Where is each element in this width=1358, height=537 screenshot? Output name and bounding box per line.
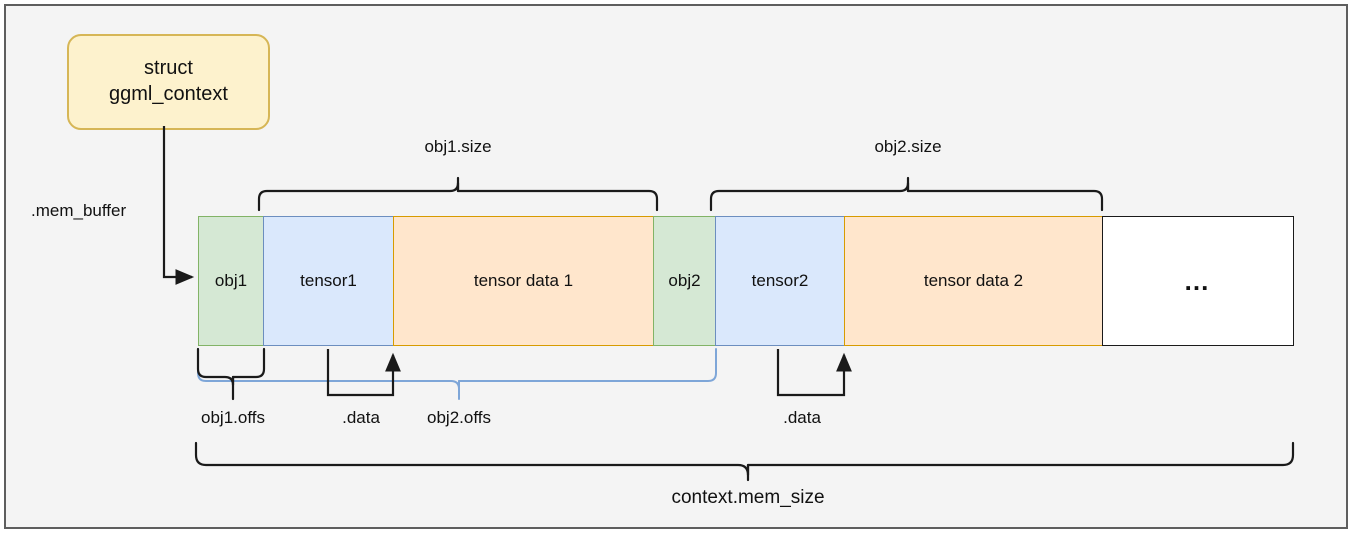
block-tensor-data-1-label: tensor data 1 [473,271,574,290]
obj2-size-brace [709,181,1104,212]
data-pointer-2-label: .data [783,408,821,427]
data-pointer-1-arrow [326,349,401,397]
diagram-canvas: struct ggml_context .mem_buffer obj1 ten… [4,4,1348,529]
obj2-size-label: obj2.size [874,137,942,156]
block-remaining-free-space: … [1102,216,1294,346]
block-obj1: obj1 [198,216,264,346]
block-tensor2: tensor2 [715,216,845,346]
ellipsis-label: … [1183,265,1213,296]
block-tensor-data-2: tensor data 2 [844,216,1103,346]
block-tensor1: tensor1 [263,216,394,346]
obj1-size-brace [257,181,659,212]
block-tensor-data-2-label: tensor data 2 [923,271,1024,290]
block-obj2: obj2 [653,216,716,346]
block-tensor2-label: tensor2 [751,271,809,290]
struct-box-line2: ggml_context [109,83,228,105]
struct-ggml-context-box: struct ggml_context [67,34,270,130]
context-mem-size-brace [194,441,1295,477]
block-obj2-label: obj2 [668,271,701,290]
obj1-offs-label: obj1.offs [201,408,265,427]
data-pointer-2-arrow [776,349,852,397]
block-tensor-data-1: tensor data 1 [393,216,654,346]
obj2-offs-label: obj2.offs [427,408,491,427]
data-pointer-1-label: .data [342,408,380,427]
obj1-size-label: obj1.size [424,137,492,156]
obj2-offs-brace [197,348,717,390]
struct-box-line1: struct [144,57,193,80]
block-tensor1-label: tensor1 [300,271,357,290]
mem-buffer-label: .mem_buffer [31,201,127,220]
mem-buffer-arrow [162,126,195,285]
context-mem-size-label: context.mem_size [671,487,825,508]
block-obj1-label: obj1 [214,271,248,290]
obj1-offs-brace [196,347,266,387]
